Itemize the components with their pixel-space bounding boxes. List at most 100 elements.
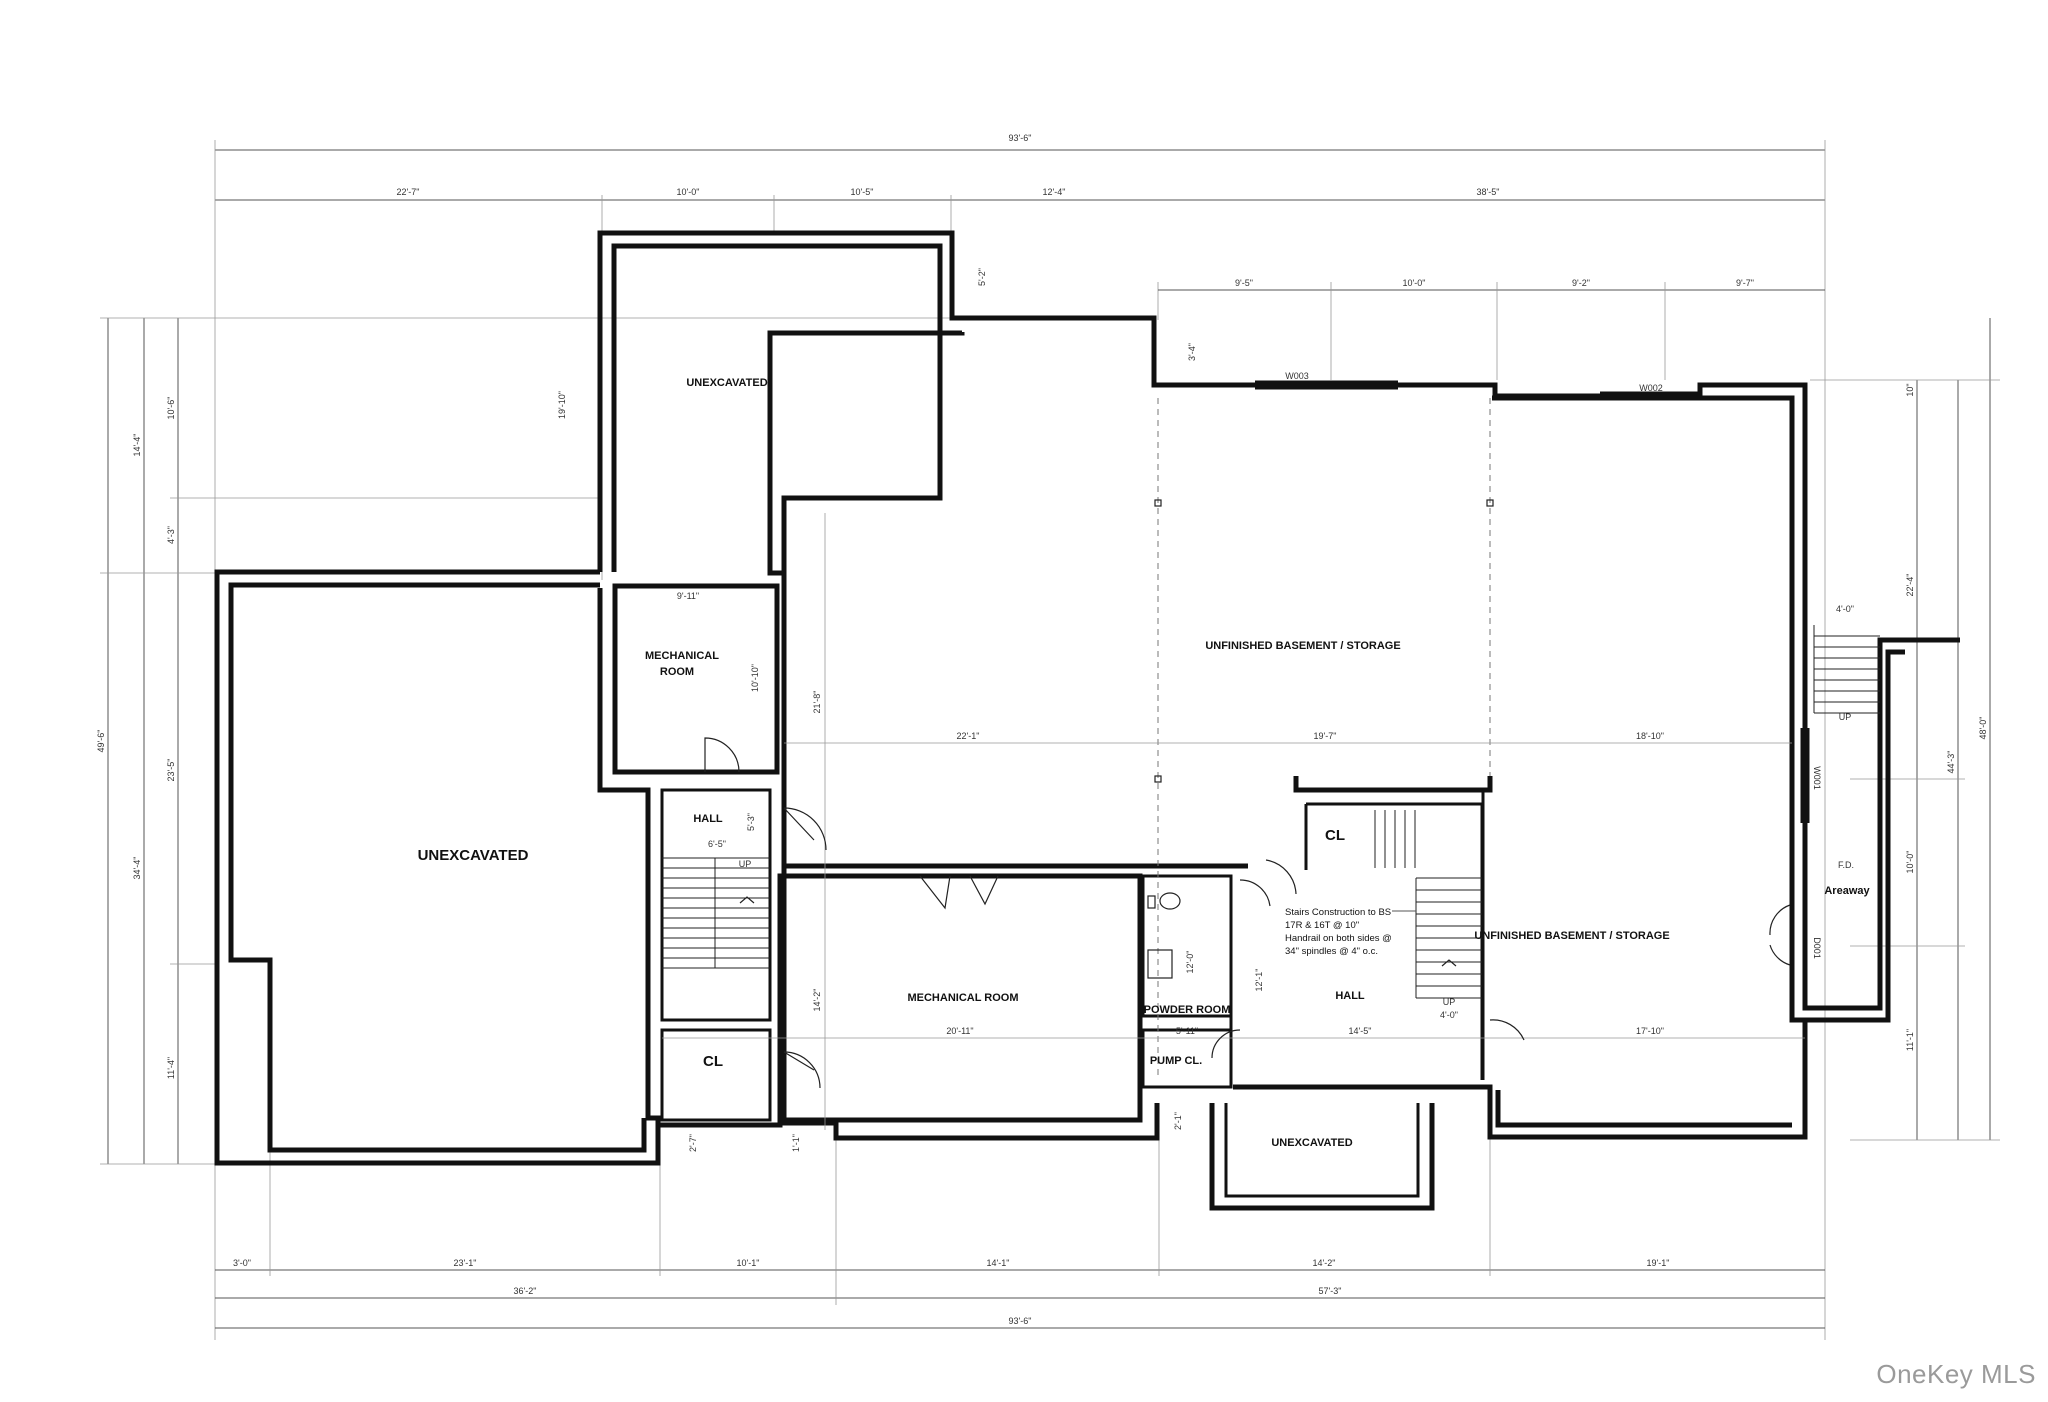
dim-upper-2: 10'-0" xyxy=(1403,278,1426,288)
dim-bottom-6: 19'-1" xyxy=(1647,1258,1670,1268)
door-swing-icon xyxy=(1489,1019,1525,1041)
left-dimensions: 49'-6" 14'-4" 34'-4" 10'-6" 4'-3" 23'-5"… xyxy=(96,317,1000,1165)
room-mechanical-1-line2: ROOM xyxy=(660,666,694,678)
stair-note-line-4: 34" spindles @ 4" o.c. xyxy=(1285,946,1378,957)
dim-powder-h: 12'-0" xyxy=(1185,951,1195,974)
room-basement-main: UNFINISHED BASEMENT / STORAGE xyxy=(1205,640,1400,652)
stair-note-line-1: Stairs Construction to BS xyxy=(1285,907,1391,918)
dim-low-b: 2'-7" xyxy=(688,1134,698,1152)
dim-hall-w2: 14'-5" xyxy=(1349,1026,1372,1036)
dim-right-overall: 48'-0" xyxy=(1978,717,1988,740)
dim-mech2-h: 14'-2" xyxy=(812,989,822,1012)
stair-note: Stairs Construction to BS 17R & 16T @ 10… xyxy=(1285,907,1416,957)
dim-top-3: 10'-5" xyxy=(851,187,874,197)
stair-mid-arrow-icon xyxy=(1441,959,1457,967)
room-unexcavated-bottom: UNEXCAVATED xyxy=(1271,1137,1352,1149)
dim-unexc-top-h: 19'-10" xyxy=(557,391,567,419)
beam-lines xyxy=(662,398,1805,1130)
interior-dimensions: 19'-10" 5'-2" 3'-4" 9'-11" 10'-10" 21'-8… xyxy=(557,268,1854,1152)
room-unexcavated-left: UNEXCAVATED xyxy=(418,847,529,864)
dim-left-2: 4'-3" xyxy=(166,526,176,544)
dim-bottom-split-2: 57'-3" xyxy=(1319,1286,1342,1296)
bottom-dimensions: 3'-0" 23'-1" 10'-1" 14'-1" 14'-2" 19'-1"… xyxy=(215,1130,1825,1329)
dim-hall-w: 6'-5" xyxy=(708,839,726,849)
dim-left-overall: 49'-6" xyxy=(96,730,106,753)
dim-mech2-w: 20'-11" xyxy=(946,1026,973,1036)
dim-bottom-1: 3'-0" xyxy=(233,1258,251,1268)
stair-left-arrow-icon xyxy=(739,896,755,904)
dim-bottom-4: 14'-1" xyxy=(987,1258,1010,1268)
window-w003-label: W003 xyxy=(1285,371,1309,381)
room-areaway: Areaway xyxy=(1824,885,1870,897)
dim-overall-top: 93'-6" xyxy=(1009,133,1032,143)
dim-left-1: 10'-6" xyxy=(166,397,176,420)
watermark: OneKey MLS xyxy=(1876,1359,2036,1389)
dim-low-a: 1'-1" xyxy=(791,1134,801,1152)
dim-mech-w: 9'-11" xyxy=(677,591,699,601)
dim-top-4: 12'-4" xyxy=(1043,187,1066,197)
floor-drain-label: F.D. xyxy=(1838,860,1854,870)
dim-bottom-5: 14'-2" xyxy=(1313,1258,1336,1268)
window-w001-label: W001 xyxy=(1812,766,1822,790)
room-pump-closet: PUMP CL. xyxy=(1150,1055,1202,1067)
dim-right-2: 22'-4" xyxy=(1905,574,1915,597)
dim-overall-bottom: 93'-6" xyxy=(1009,1316,1032,1326)
dim-left-3: 23'-5" xyxy=(166,759,176,782)
window-w002-label: W002 xyxy=(1639,383,1663,393)
dim-hall-h: 5'-3" xyxy=(746,813,756,831)
room-hall-left: HALL xyxy=(693,813,723,825)
room-unexcavated-top: UNEXCAVATED xyxy=(686,377,767,389)
dim-bottom-2: 23'-1" xyxy=(454,1258,477,1268)
dim-up-w: 4'-0" xyxy=(1440,1010,1458,1020)
toilet-tank-icon xyxy=(1147,895,1156,909)
dim-right-1: 10" xyxy=(1905,383,1915,396)
stair-note-line-3: Handrail on both sides @ xyxy=(1285,933,1392,944)
room-powder: POWDER ROOM xyxy=(1144,1004,1231,1016)
room-mechanical-2: MECHANICAL ROOM xyxy=(907,992,1018,1004)
dim-top-1: 22'-7" xyxy=(397,187,420,197)
dim-notch: 5'-2" xyxy=(977,268,987,286)
double-door-icon xyxy=(1769,904,1791,966)
door-swing-icon xyxy=(783,807,827,851)
stairs: UP UP UP xyxy=(662,625,1880,1007)
stair-left xyxy=(662,857,770,969)
dim-hall-h2: 12'-1" xyxy=(1254,969,1264,992)
room-basement-right: UNFINISHED BASEMENT / STORAGE xyxy=(1474,930,1669,942)
dim-top-5: 38'-5" xyxy=(1477,187,1500,197)
stair-areaway-up: UP xyxy=(1839,712,1852,722)
dim-areaway-w: 4'-0" xyxy=(1836,604,1854,614)
dim-basement-w1: 22'-1" xyxy=(957,731,980,741)
dim-pump-w: 5'-11" xyxy=(1176,1026,1198,1036)
doors xyxy=(704,737,1791,1089)
fixtures xyxy=(1147,892,1181,979)
dim-right-3: 44'-3" xyxy=(1946,751,1956,774)
dim-basement-w2: 19'-7" xyxy=(1314,731,1337,741)
dim-left-split-2: 34'-4" xyxy=(132,857,142,880)
toilet-icon xyxy=(1159,892,1181,910)
dim-basement-w3: 18'-10" xyxy=(1636,731,1664,741)
dim-left-split-1: 14'-4" xyxy=(132,434,142,457)
dim-upper-1: 9'-5" xyxy=(1235,278,1253,288)
door-d001-label: D001 xyxy=(1812,937,1822,959)
door-swing-icon xyxy=(783,1051,821,1089)
dim-right-room-w: 17'-10" xyxy=(1636,1026,1664,1036)
dim-right-4: 10'-0" xyxy=(1905,851,1915,874)
stair-mid-up: UP xyxy=(1443,997,1456,1007)
sink-icon xyxy=(1147,949,1173,979)
interior-walls xyxy=(612,575,1493,1123)
dim-bottom-split-1: 36'-2" xyxy=(514,1286,537,1296)
door-swing-icon xyxy=(704,737,740,773)
double-door-icon xyxy=(919,875,999,910)
dim-stair-w: 21'-8" xyxy=(812,691,822,714)
dim-mech-h: 10'-10" xyxy=(750,664,760,692)
dim-upper-4: 9'-7" xyxy=(1736,278,1754,288)
dim-top-2: 10'-0" xyxy=(677,187,700,197)
dim-low-c: 2'-1" xyxy=(1173,1112,1183,1130)
stair-areaway xyxy=(1813,625,1880,714)
stair-left-up: UP xyxy=(739,859,752,869)
dim-bump: 3'-4" xyxy=(1187,343,1197,361)
room-closet-left: CL xyxy=(703,1053,723,1070)
top-dimensions: 93'-6" 22'-7" 10'-0" 10'-5" 12'-4" 38'-5… xyxy=(214,133,1826,1340)
door-swing-icon xyxy=(1265,859,1297,895)
windows: W003 W002 W001 D001 xyxy=(1255,371,1822,959)
